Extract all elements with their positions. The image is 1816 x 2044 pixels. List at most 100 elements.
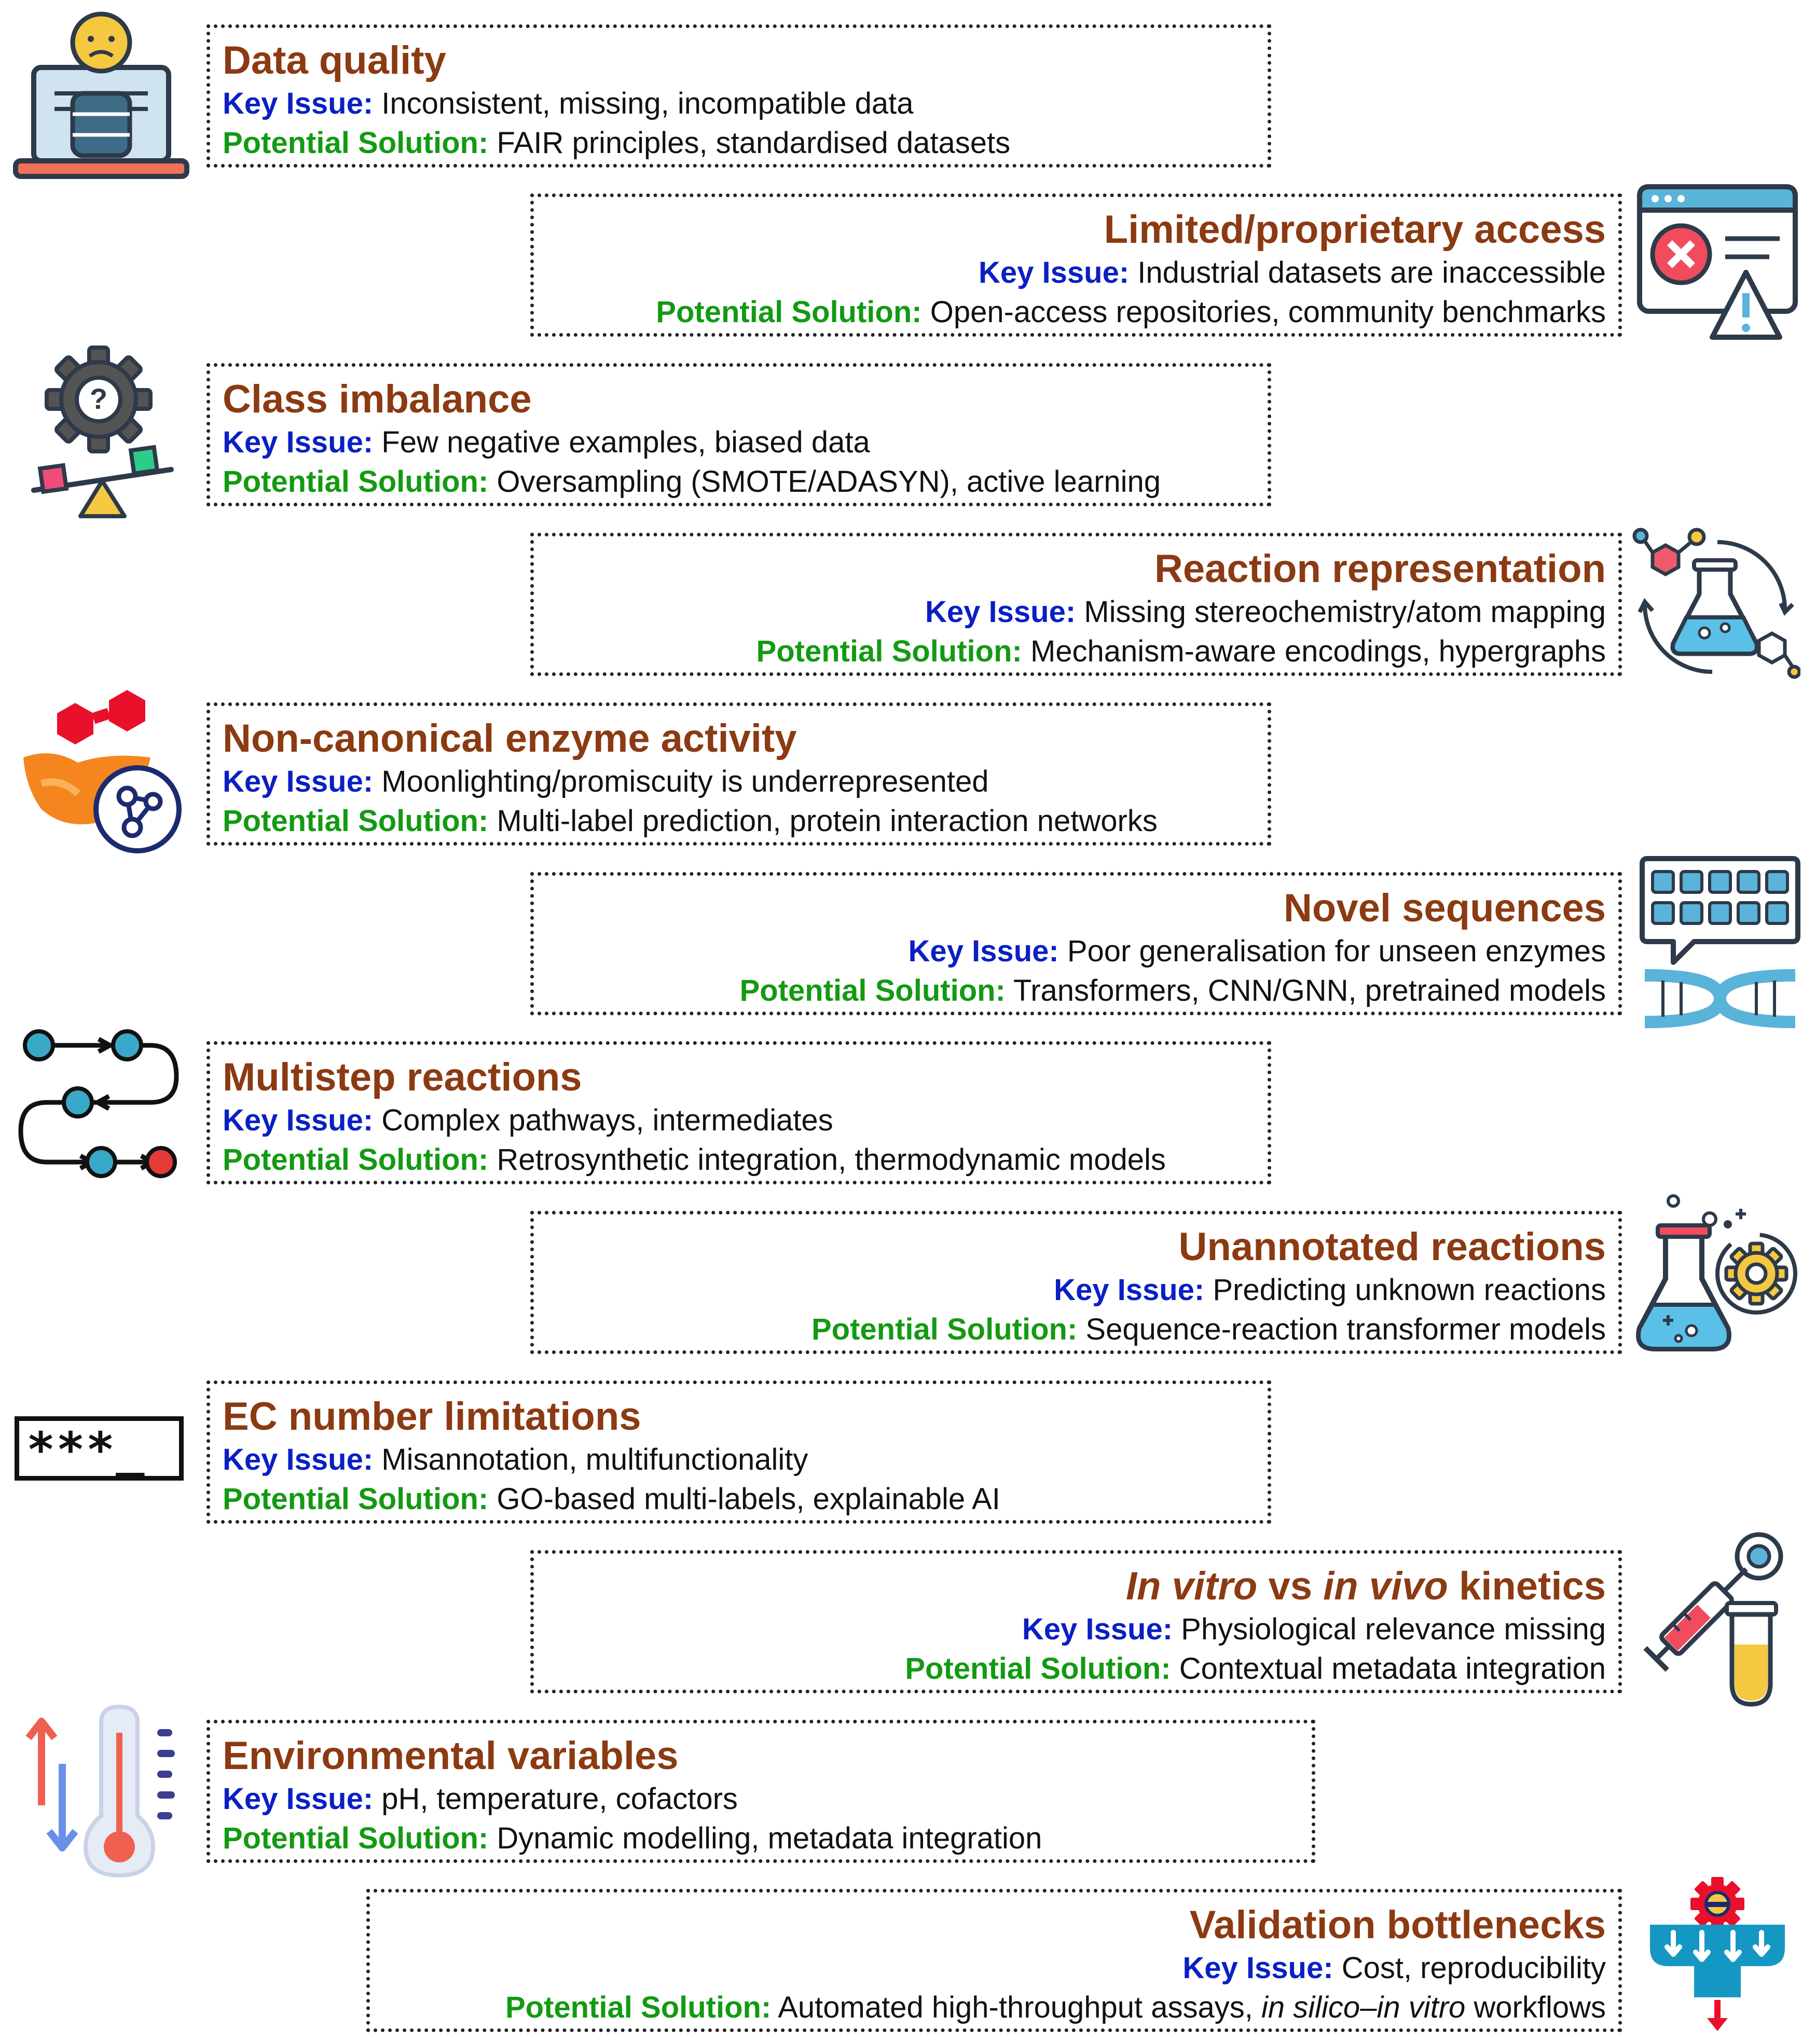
potential-solution-label: Potential Solution: (811, 1313, 1078, 1346)
key-issue-label: Key Issue: (223, 87, 374, 120)
solution-line: Potential Solution: Mechanism-aware enco… (546, 632, 1606, 671)
key-issue-text: Cost, reproducibility (1341, 1951, 1606, 1985)
title-kinetics: kinetics (1448, 1564, 1606, 1608)
solution-text: Retrosynthetic integration, thermodynami… (497, 1143, 1166, 1177)
key-issue-line: Key Issue: Few negative examples, biased… (223, 423, 1255, 462)
card-in-vitro-vivo-kinetics: In vitro vs in vivo kinetics Key Issue: … (530, 1550, 1622, 1693)
ec-code-icon: ***_ (15, 1416, 184, 1481)
solution-line: Potential Solution: Multi-label predicti… (223, 802, 1255, 841)
potential-solution-label: Potential Solution: (223, 1143, 489, 1177)
card-title: Non-canonical enzyme activity (223, 716, 797, 761)
card-environmental-variables: Environmental variables Key Issue: pH, t… (207, 1720, 1315, 1863)
multistep-pathway-icon (18, 1029, 179, 1178)
key-issue-line: Key Issue: Cost, reproducibility (382, 1949, 1606, 1988)
solution-italic-in-vitro: in vitro (1377, 1991, 1466, 2024)
key-issue-text: Poor generalisation for unseen enzymes (1067, 934, 1606, 968)
solution-text: Sequence-reaction transformer models (1085, 1313, 1606, 1346)
solution-line: Potential Solution: Sequence-reaction tr… (546, 1310, 1606, 1349)
key-issue-label: Key Issue: (223, 425, 374, 459)
card-reaction-representation: Reaction representation Key Issue: Missi… (530, 533, 1622, 676)
key-issue-line: Key Issue: Inconsistent, missing, incomp… (223, 84, 1255, 123)
solution-line: Potential Solution: Transformers, CNN/GN… (546, 971, 1606, 1011)
potential-solution-label: Potential Solution: (223, 465, 489, 499)
potential-solution-label: Potential Solution: (505, 1991, 772, 2024)
potential-solution-label: Potential Solution: (756, 634, 1022, 668)
ec-code-text: ***_ (26, 1422, 146, 1477)
card-title: Novel sequences (1284, 886, 1606, 930)
card-title: Data quality (223, 38, 446, 82)
card-title: Validation bottlenecks (1189, 1903, 1606, 1947)
key-issue-label: Key Issue: (925, 595, 1076, 629)
potential-solution-label: Potential Solution: (223, 804, 489, 838)
solution-text: Oversampling (SMOTE/ADASYN), active lear… (497, 465, 1161, 499)
potential-solution-label: Potential Solution: (223, 1821, 489, 1855)
solution-line: Potential Solution: Retrosynthetic integ… (223, 1140, 1255, 1180)
potential-solution-label: Potential Solution: (656, 295, 922, 329)
solution-text: FAIR principles, standardised datasets (497, 126, 1011, 160)
potential-solution-label: Potential Solution: (223, 1482, 489, 1516)
key-issue-label: Key Issue: (223, 1782, 374, 1816)
potential-solution-label: Potential Solution: (905, 1652, 1171, 1686)
thermometer-arrows-icon (25, 1704, 175, 1878)
key-issue-label: Key Issue: (1022, 1612, 1173, 1646)
key-issue-line: Key Issue: Industrial datasets are inacc… (546, 253, 1606, 293)
solution-line: Potential Solution: FAIR principles, sta… (223, 123, 1255, 163)
potential-solution-label: Potential Solution: (223, 126, 489, 160)
potential-solution-label: Potential Solution: (739, 974, 1006, 1007)
card-data-quality: Data quality Key Issue: Inconsistent, mi… (207, 24, 1271, 168)
solution-text: Multi-label prediction, protein interact… (497, 804, 1158, 838)
key-issue-label: Key Issue: (223, 765, 374, 798)
browser-error-warning-icon (1637, 184, 1798, 340)
solution-text: Dynamic modelling, metadata integration (497, 1821, 1042, 1855)
card-title: Environmental variables (223, 1734, 679, 1778)
key-issue-label: Key Issue: (223, 1443, 374, 1476)
key-issue-line: Key Issue: Physiological relevance missi… (546, 1610, 1606, 1649)
solution-line: Potential Solution: GO-based multi-label… (223, 1480, 1255, 1519)
card-title: EC number limitations (223, 1394, 641, 1439)
title-italic-in-vivo: in vivo (1323, 1564, 1448, 1608)
key-issue-label: Key Issue: (908, 934, 1059, 968)
svg-text:?: ? (90, 382, 107, 415)
card-title: Class imbalance (223, 377, 532, 421)
card-unannotated-reactions: Unannotated reactions Key Issue: Predict… (530, 1211, 1622, 1354)
card-limited-access: Limited/proprietary access Key Issue: In… (530, 194, 1622, 337)
key-issue-label: Key Issue: (1182, 1951, 1333, 1985)
card-class-imbalance: Class imbalance Key Issue: Few negative … (207, 363, 1271, 506)
card-title: Multistep reactions (223, 1055, 582, 1099)
solution-text: Mechanism-aware encodings, hypergraphs (1030, 634, 1606, 668)
key-issue-text: Misannotation, multifunctionality (381, 1443, 808, 1476)
key-issue-line: Key Issue: pH, temperature, cofactors (223, 1779, 1299, 1819)
solution-line: Potential Solution: Automated high-throu… (382, 1988, 1606, 2027)
card-title: In vitro vs in vivo kinetics (546, 1563, 1606, 1610)
key-issue-line: Key Issue: Misannotation, multifunctiona… (223, 1440, 1255, 1480)
key-issue-text: Industrial datasets are inaccessible (1137, 256, 1606, 289)
solution-line: Potential Solution: Contextual metadata … (546, 1649, 1606, 1689)
key-issue-line: Key Issue: Poor generalisation for unsee… (546, 932, 1606, 971)
card-novel-sequences: Novel sequences Key Issue: Poor generali… (530, 872, 1622, 1015)
key-issue-text: Missing stereochemistry/atom mapping (1084, 595, 1606, 629)
key-issue-text: pH, temperature, cofactors (381, 1782, 738, 1816)
laptop-database-icon (13, 11, 189, 179)
key-issue-line: Key Issue: Predicting unknown reactions (546, 1270, 1606, 1310)
solution-text: GO-based multi-labels, explainable AI (497, 1482, 1000, 1516)
solution-text: Contextual metadata integration (1179, 1652, 1606, 1686)
molecule-flask-cycle-icon (1632, 528, 1800, 679)
gear-question-seesaw-icon: ? (31, 346, 174, 518)
key-issue-label: Key Issue: (979, 256, 1130, 289)
solution-italic-in-silico: in silico (1261, 1991, 1360, 2024)
card-title: Unannotated reactions (1178, 1225, 1606, 1269)
solution-line: Potential Solution: Oversampling (SMOTE/… (223, 462, 1255, 502)
card-non-canonical-activity: Non-canonical enzyme activity Key Issue:… (207, 702, 1271, 846)
title-italic-in-vitro: In vitro (1125, 1564, 1258, 1608)
solution-text: Open-access repositories, community benc… (930, 295, 1606, 329)
solution-line: Potential Solution: Dynamic modelling, m… (223, 1819, 1299, 1858)
card-title: Limited/proprietary access (1104, 208, 1606, 252)
card-ec-number-limitations: EC number limitations Key Issue: Misanno… (207, 1380, 1271, 1524)
solution-text: Transformers, CNN/GNN, pretrained models (1013, 974, 1606, 1007)
card-multistep-reactions: Multistep reactions Key Issue: Complex p… (207, 1041, 1271, 1184)
key-issue-line: Key Issue: Missing stereochemistry/atom … (546, 592, 1606, 632)
solution-line: Potential Solution: Open-access reposito… (546, 293, 1606, 332)
key-issue-text: Moonlighting/promiscuity is underreprese… (381, 765, 989, 798)
key-issue-text: Predicting unknown reactions (1213, 1273, 1606, 1307)
key-issue-label: Key Issue: (223, 1103, 374, 1137)
